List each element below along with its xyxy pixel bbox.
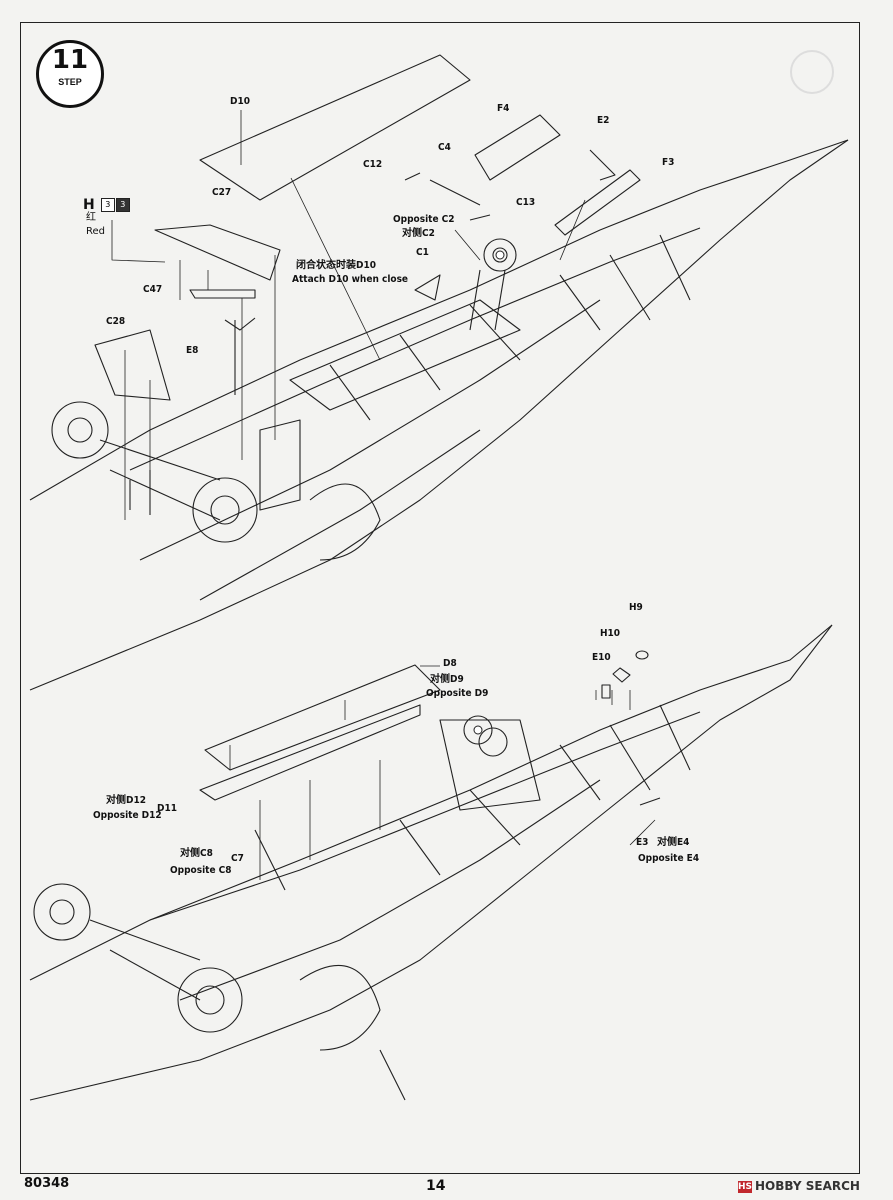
label-opposite-d12-en: Opposite D12 (93, 810, 162, 821)
paint-code: H (83, 196, 95, 213)
label-opposite-c2-en: Opposite C2 (393, 214, 455, 225)
label-c1: C1 (416, 247, 429, 258)
label-c12: C12 (363, 159, 383, 170)
label-c7: C7 (231, 853, 244, 864)
label-opposite-d9-en: Opposite D9 (426, 688, 489, 699)
label-e3: E3 (636, 837, 649, 848)
upper-parts (94, 54, 641, 401)
lower-parts (254, 650, 661, 891)
paint-chip-1: 3 (100, 197, 115, 212)
lower-fuselage (29, 624, 833, 1101)
label-opposite-c2-cn: 对侧C2 (402, 228, 435, 239)
label-h10: H10 (600, 628, 621, 639)
label-e10: E10 (592, 652, 611, 663)
label-opposite-d12-cn: 对侧D12 (106, 795, 146, 806)
label-d8: D8 (443, 658, 457, 669)
label-opposite-c8-cn: 对侧C8 (180, 848, 213, 859)
upper-fuselage (29, 139, 849, 691)
label-e8: E8 (186, 345, 199, 356)
label-c27: C27 (212, 187, 232, 198)
label-c47: C47 (143, 284, 163, 295)
paint-chip-2: 3 (115, 197, 130, 212)
step-number: 11 (51, 45, 89, 75)
upper-leaders (111, 110, 586, 520)
watermark-text: HOBBY SEARCH (755, 1179, 860, 1193)
paint-name-cn: 红 (86, 212, 96, 223)
step-badge: 11 STEP (36, 40, 104, 108)
label-c28: C28 (106, 316, 126, 327)
label-f4: F4 (497, 103, 510, 114)
label-c4: C4 (438, 142, 451, 153)
paint-name-en: Red (86, 226, 105, 237)
label-d10: D10 (230, 96, 250, 107)
label-opposite-e4-en: Opposite E4 (638, 853, 700, 864)
page-number: 14 (426, 1178, 446, 1194)
product-code: 80348 (24, 1176, 70, 1191)
upper-landing-gear (51, 238, 517, 543)
watermark-logo-icon: HS (738, 1180, 753, 1193)
label-opposite-d9-cn: 对侧D9 (430, 674, 464, 685)
label-d11: D11 (157, 803, 177, 814)
label-h9: H9 (629, 602, 643, 613)
label-attach-d10-en: Attach D10 when close (292, 274, 409, 285)
label-attach-d10-cn: 闭合状态时装D10 (296, 260, 376, 271)
lower-landing-gear (33, 715, 508, 1101)
label-opposite-c8-en: Opposite C8 (170, 865, 232, 876)
label-f3: F3 (662, 157, 675, 168)
step-word: STEP (58, 77, 82, 87)
label-opposite-e4-cn: 对侧E4 (657, 837, 690, 848)
label-c13: C13 (516, 197, 536, 208)
bleed-through-step-badge (790, 50, 834, 94)
page-frame (20, 22, 860, 1174)
label-e2: E2 (597, 115, 610, 126)
